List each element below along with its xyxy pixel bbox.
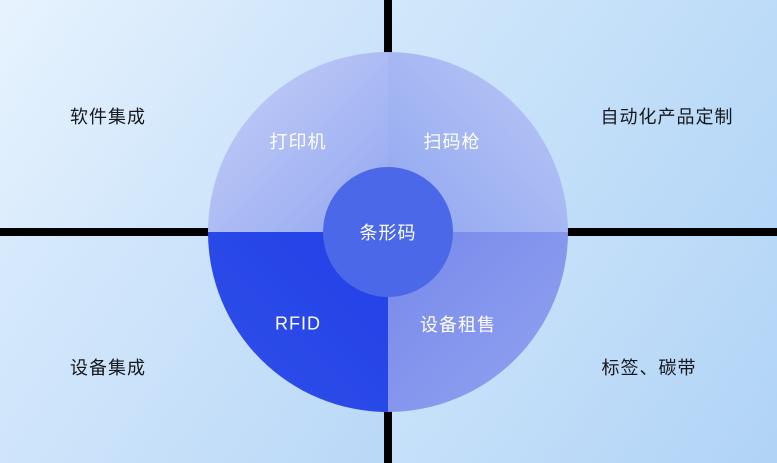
circle-label-scanner: 扫码枪 [423, 132, 481, 152]
center-circle-label: 条形码 [359, 223, 417, 243]
circle-label-rental: 设备租售 [420, 315, 496, 335]
outer-label-equipment-integration: 设备集成 [70, 358, 146, 378]
circle-label-printer: 打印机 [269, 132, 327, 152]
outer-label-software-integration: 软件集成 [70, 107, 146, 127]
outer-label-labels-ribbons: 标签、碳带 [601, 358, 697, 378]
circle-label-rfid: RFID [275, 313, 321, 334]
center-circle: 条形码 [323, 167, 453, 297]
outer-label-automation-customization: 自动化产品定制 [600, 107, 734, 127]
